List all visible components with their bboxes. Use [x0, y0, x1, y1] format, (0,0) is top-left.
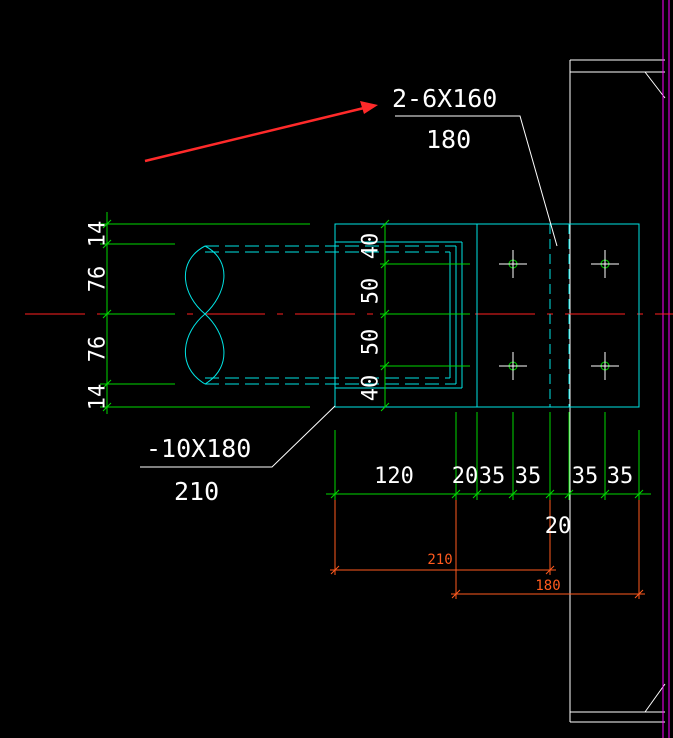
- dim-text: 76: [86, 266, 111, 293]
- dim-text: 20: [545, 514, 572, 539]
- dim-text: 40: [359, 233, 384, 260]
- red-dimension-lines: [330, 500, 645, 599]
- dim-text: 35: [479, 464, 506, 489]
- dim-text: 14: [86, 221, 111, 248]
- bolt-hole: [591, 250, 619, 278]
- bottom-horizontal-dims: 120 20 35 35 35 35 20: [374, 464, 633, 539]
- plate-callout-length: 180: [426, 125, 471, 154]
- plate-callout: 2-6X160 180: [392, 84, 497, 154]
- bolt-hole: [499, 352, 527, 380]
- cleat-plate: [334, 223, 640, 408]
- dim-text: 40: [359, 375, 384, 402]
- dim-text: 20: [452, 464, 479, 489]
- dim-text: 210: [427, 552, 452, 568]
- red-dims-text: 210 180: [427, 552, 560, 594]
- cleat-callout: -10X180 210: [146, 434, 251, 506]
- cleat-callout-length: 210: [174, 477, 219, 506]
- dim-text: 50: [359, 329, 384, 356]
- beam-section: [185, 245, 457, 385]
- dim-text: 180: [535, 578, 560, 594]
- bolt-group: [499, 250, 619, 380]
- column-outline: [569, 59, 666, 723]
- cleat-callout-spec: -10X180: [146, 434, 251, 463]
- bolt-hole: [499, 250, 527, 278]
- bolt-hole: [591, 352, 619, 380]
- column-edge-magenta: [662, 0, 670, 738]
- plate-callout-spec: 2-6X160: [392, 84, 497, 113]
- dim-text: 14: [86, 384, 111, 411]
- dim-text: 76: [86, 336, 111, 363]
- dim-text: 50: [359, 278, 384, 305]
- hole-spacing-dims: 40 50 50 40: [359, 233, 384, 402]
- dim-text: 35: [607, 464, 634, 489]
- dimension-lines: [100, 212, 651, 500]
- red-arrow-annotation: [144, 101, 378, 163]
- dim-text: 35: [515, 464, 542, 489]
- dim-text: 35: [572, 464, 599, 489]
- leader-lines: [140, 115, 558, 468]
- left-vertical-dims: 14 76 76 14: [86, 221, 111, 411]
- dim-text: 120: [374, 464, 414, 489]
